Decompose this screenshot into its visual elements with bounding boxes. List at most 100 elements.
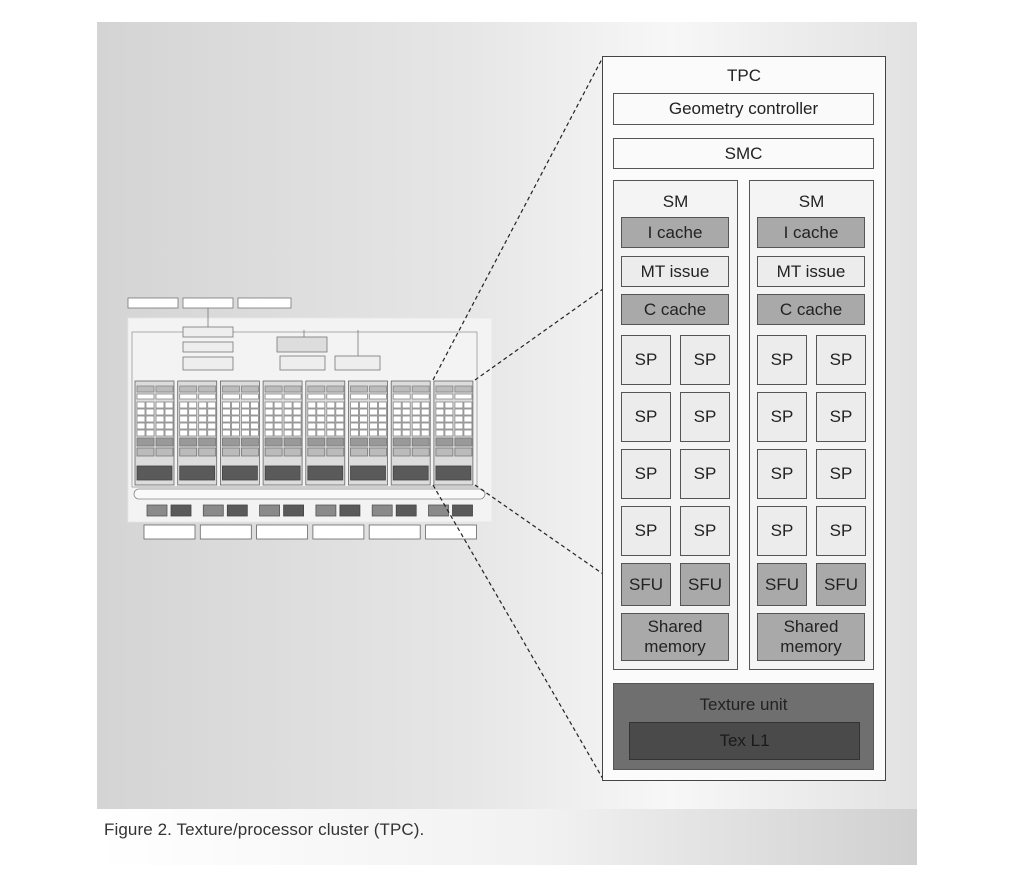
overview-shared-mem: [454, 447, 473, 457]
overview-sm-issue: [221, 393, 240, 400]
overview-sp: [292, 429, 302, 437]
sp-block: SP: [757, 335, 807, 385]
overview-sfu: [369, 437, 387, 447]
overview-sp: [188, 401, 198, 409]
overview-sm-issue: [392, 393, 411, 400]
overview-sp: [326, 401, 336, 409]
overview-sp: [435, 415, 445, 423]
overview-sp: [369, 401, 378, 409]
overview-sp: [454, 429, 464, 437]
overview-sp: [145, 429, 155, 437]
overview-sm-issue: [136, 393, 155, 400]
overview-texture-unit: [136, 465, 173, 481]
overview-sp: [207, 422, 217, 430]
overview-sp: [444, 422, 454, 430]
caption-bar: [97, 809, 917, 865]
overview-sp: [155, 401, 165, 409]
overview-sp: [179, 408, 189, 416]
overview-sp: [221, 401, 231, 409]
overview-sp: [273, 429, 283, 437]
overview-sp: [401, 429, 411, 437]
overview-control-block: [182, 326, 234, 338]
overview-texture-unit: [221, 465, 258, 481]
overview-sm-cache: [264, 385, 283, 393]
overview-sp: [136, 415, 146, 423]
overview-sp: [136, 401, 146, 409]
overview-sp: [307, 401, 317, 409]
overview-sm-cache: [369, 385, 387, 393]
overview-sfu: [240, 437, 259, 447]
overview-sp: [369, 422, 378, 430]
overview-sm-cache: [155, 385, 174, 393]
overview-sp: [463, 429, 473, 437]
overview-sp: [316, 429, 326, 437]
overview-sp: [378, 401, 387, 409]
overview-sp: [444, 401, 454, 409]
sfu-block: SFU: [816, 563, 866, 606]
overview-sfu: [136, 437, 155, 447]
overview-sp: [392, 429, 402, 437]
overview-sp: [378, 422, 387, 430]
overview-sp: [463, 408, 473, 416]
overview-shared-mem: [155, 447, 174, 457]
overview-sp: [264, 415, 274, 423]
overview-sfu: [411, 437, 430, 447]
overview-sp: [335, 415, 345, 423]
overview-sp: [292, 408, 302, 416]
overview-dram: [312, 524, 365, 540]
overview-sp: [335, 429, 345, 437]
overview-shared-mem: [350, 447, 368, 457]
overview-sp: [369, 415, 378, 423]
figure-caption: Figure 2. Texture/processor cluster (TPC…: [104, 820, 425, 839]
sp-block: SP: [680, 449, 730, 499]
c-cache-block-1: C cache: [621, 294, 729, 325]
overview-sp: [326, 415, 336, 423]
overview-sp: [411, 422, 421, 430]
overview-sp: [316, 401, 326, 409]
overview-sp: [335, 422, 345, 430]
overview-sp: [264, 401, 274, 409]
sp-block: SP: [621, 506, 671, 556]
smc-block: SMC: [613, 138, 874, 169]
overview-sp: [179, 415, 189, 423]
overview-sp: [350, 415, 359, 423]
overview-rop: [259, 504, 281, 517]
overview-sp: [249, 401, 259, 409]
overview-shared-mem: [411, 447, 430, 457]
overview-sp: [198, 415, 208, 423]
sm-title-2: SM: [798, 192, 825, 211]
overview-texture-unit: [179, 465, 216, 481]
overview-sp: [401, 415, 411, 423]
overview-sm-issue: [283, 393, 302, 400]
overview-sp: [420, 408, 430, 416]
overview-sp: [350, 429, 359, 437]
overview-sp: [454, 422, 464, 430]
overview-sp: [444, 429, 454, 437]
overview-shared-mem: [326, 447, 345, 457]
sp-block: SP: [816, 392, 866, 442]
sp-block: SP: [680, 335, 730, 385]
overview-sp: [164, 415, 174, 423]
overview-sm-cache: [411, 385, 430, 393]
overview-sfu: [198, 437, 217, 447]
overview-sp: [240, 422, 250, 430]
overview-sp: [249, 429, 259, 437]
overview-sp: [155, 429, 165, 437]
overview-sp: [411, 408, 421, 416]
overview-sp: [392, 422, 402, 430]
overview-sfu: [264, 437, 283, 447]
sp-block: SP: [621, 335, 671, 385]
overview-dram: [368, 524, 421, 540]
overview-sp: [316, 408, 326, 416]
overview-sm-cache: [392, 385, 411, 393]
overview-sp: [264, 429, 274, 437]
overview-sp: [188, 408, 198, 416]
overview-sp: [249, 408, 259, 416]
overview-sm-cache: [454, 385, 473, 393]
overview-sm-cache: [240, 385, 259, 393]
overview-shared-mem: [136, 447, 155, 457]
overview-shared-mem: [307, 447, 326, 457]
overview-sp: [359, 415, 368, 423]
overview-control-block: [334, 355, 381, 371]
overview-sp: [164, 422, 174, 430]
